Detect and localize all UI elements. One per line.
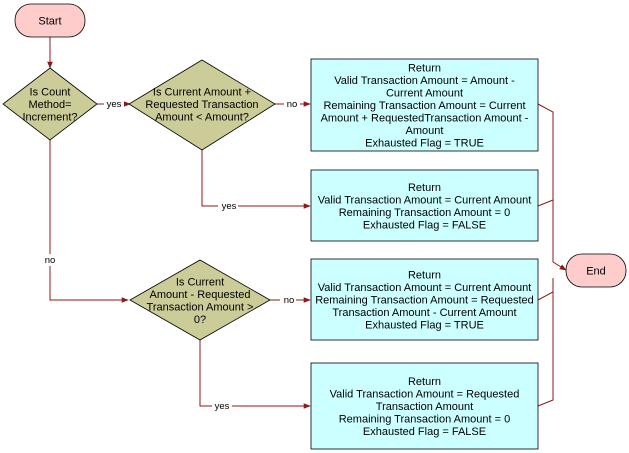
end-label: End — [586, 266, 606, 278]
return-4-line-1: Valid Transaction Amount = Requested — [330, 389, 520, 401]
decision-count-method-line-2: Increment? — [22, 112, 77, 124]
return-4-line-0: Return — [408, 376, 441, 388]
decision-current-minus-line-0: Is Current — [176, 276, 224, 288]
edge-label-yes-3: yes — [215, 401, 230, 412]
return-1-line-4: Amount + RequestedTransaction Amount - — [321, 113, 529, 125]
return-1-line-3: Remaining Transaction Amount = Current — [323, 100, 525, 112]
edge-return-2-to-end — [537, 199, 554, 207]
return-1-line-2: Current Amount — [386, 88, 463, 100]
edge-label-no-3: no — [284, 295, 295, 306]
start-label: Start — [38, 16, 61, 28]
return-1-line-6: Exhausted Flag = TRUE — [365, 138, 484, 150]
return-4-line-4: Exhausted Flag = FALSE — [363, 426, 486, 438]
decision-current-plus-line-1: Requested Transaction — [145, 99, 258, 111]
return-3-line-4: Exhausted Flag = TRUE — [365, 320, 484, 332]
edge-current-minus-yes — [199, 340, 311, 409]
return-1-line-1: Valid Transaction Amount = Amount - — [334, 75, 515, 87]
return-4-line-2: Transaction Amount — [376, 401, 473, 413]
edge-label-yes-1: yes — [107, 99, 122, 110]
edge-label-yes-2: yes — [222, 201, 237, 212]
edge-return-3-to-end — [537, 278, 554, 301]
decision-current-minus-line-1: Amount - Requested — [150, 289, 251, 301]
decision-current-plus-line-2: Amount < Amount? — [155, 112, 249, 124]
return-2-line-1: Valid Transaction Amount = Current Amoun… — [318, 194, 532, 206]
return-1-line-5: Amount — [406, 125, 444, 137]
decision-count-method-line-1: Method= — [28, 99, 71, 111]
decision-count-method-line-0: Is Count — [30, 87, 71, 99]
return-2-line-2: Remaining Transaction Amount = 0 — [339, 207, 511, 219]
edge-label-no-2: no — [45, 255, 56, 266]
return-3-line-3: Transaction Amount - Current Amount — [332, 307, 516, 319]
return-4-line-3: Remaining Transaction Amount = 0 — [339, 414, 511, 426]
decision-current-plus: Is Current Amount +Requested Transaction… — [128, 59, 276, 151]
return-1-line-0: Return — [408, 63, 441, 75]
edge-label-no-1: no — [287, 99, 298, 110]
edge-labels: yes no yes no no yes — [41, 98, 300, 412]
decision-current-minus-line-2: Transaction Amount > — [147, 301, 254, 313]
end-line-0: End — [586, 266, 606, 278]
return-3-line-1: Valid Transaction Amount = Current Amoun… — [318, 282, 532, 294]
return-2-line-3: Exhausted Flag = FALSE — [363, 219, 486, 231]
edge-return-4-to-end — [537, 292, 554, 407]
start-line-0: Start — [38, 16, 61, 28]
return-3-line-2: Remaining Transaction Amount = Requested — [315, 295, 534, 307]
decision-current-minus-line-3: 0? — [194, 314, 206, 326]
decision-current-plus-line-0: Is Current Amount + — [153, 87, 251, 99]
end-node: End — [565, 253, 627, 288]
decision-current-plus-label: Is Current Amount +Requested Transaction… — [145, 87, 258, 124]
start-node: Start — [14, 3, 86, 38]
edge-current-plus-yes — [201, 150, 311, 209]
edge-return-1-to-end — [537, 103, 567, 271]
return-3-line-0: Return — [408, 270, 441, 282]
edge-count-method-no — [49, 140, 129, 303]
return-2-line-0: Return — [408, 182, 441, 194]
